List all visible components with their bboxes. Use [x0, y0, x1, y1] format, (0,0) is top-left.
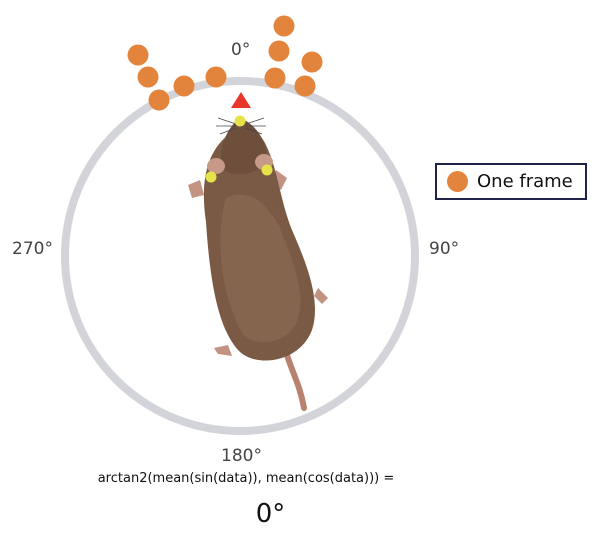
mouse-illustration [188, 115, 328, 411]
whiskers [216, 117, 266, 135]
tracking-point-right-ear [261, 164, 273, 176]
red-triangle-icon [231, 92, 251, 108]
frame-dot [294, 75, 316, 97]
frame-dot [268, 40, 290, 62]
frame-dot [173, 75, 195, 97]
angle-ring [61, 77, 419, 435]
frame-dots [127, 15, 323, 111]
mouse-tail [283, 349, 307, 411]
mouse-back-shading [220, 194, 301, 343]
mouse-head [220, 118, 267, 175]
frame-dot [148, 89, 170, 111]
legend-marker [447, 171, 468, 192]
hind-foot-right [314, 288, 328, 304]
legend-label: One frame [477, 171, 573, 192]
frame-dot [137, 66, 159, 88]
frame-dot [127, 44, 149, 66]
result-value: 0° [255, 499, 286, 529]
frame-dot [301, 51, 323, 73]
mouse-ear-left [207, 158, 225, 174]
front-paw-left [188, 180, 204, 198]
hind-foot-left [214, 345, 232, 356]
frame-dot [205, 66, 227, 88]
legend: One frame [435, 163, 587, 200]
tracking-point-nose [234, 115, 246, 127]
frame-dot [273, 15, 295, 37]
label-90-degrees: 90° [429, 239, 460, 259]
frame-dot [264, 67, 286, 89]
tracking-point-left-ear [205, 171, 217, 183]
label-270-degrees: 270° [12, 239, 53, 259]
formula-text: arctan2(mean(sin(data)), mean(cos(data))… [97, 471, 395, 486]
label-180-degrees: 180° [221, 446, 262, 466]
label-0-degrees: 0° [231, 40, 251, 60]
